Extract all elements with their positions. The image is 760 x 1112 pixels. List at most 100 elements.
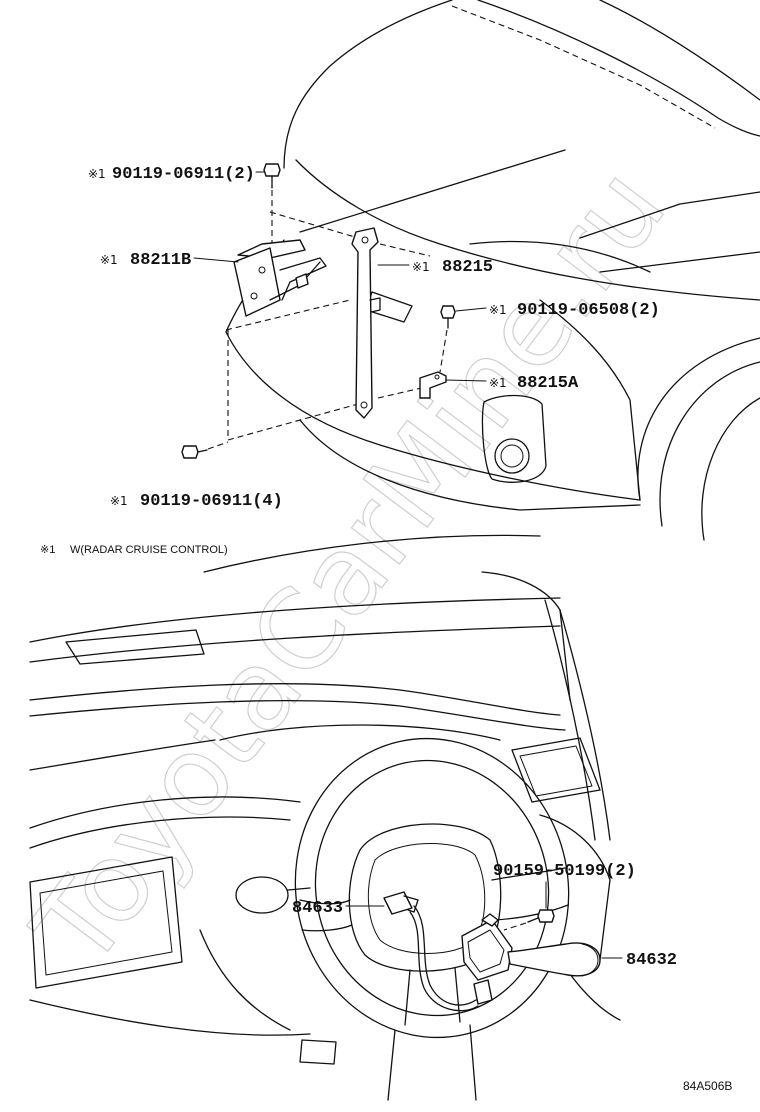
fog-lamp-lens-inner [500, 444, 524, 468]
bumper-lower-edge [299, 419, 641, 511]
bolt-90119-06508[interactable] [440, 305, 456, 329]
callout-prefix: ※1 [88, 167, 106, 181]
callout-prefix: ※1 [489, 376, 507, 390]
assembly-line [227, 403, 359, 441]
bracket-hole [360, 401, 368, 409]
cable-end-connector [473, 979, 493, 1005]
callout-90119-06911-2[interactable]: ※1 90119-06911(2) [88, 165, 255, 184]
fender-top-line [599, 0, 760, 101]
bolt-90119-06911-upper[interactable] [263, 163, 281, 189]
dash-lower-left [29, 999, 311, 1036]
sensor-bracket-arm [279, 257, 327, 301]
callout-part-number: 88211B [130, 251, 191, 270]
callout-prefix: ※1 [100, 253, 118, 267]
spoke-right [491, 867, 569, 921]
callout-88211B[interactable]: ※1 88211B [100, 251, 191, 270]
wheel-arch-inner [701, 397, 760, 541]
a-pillar-outer [544, 599, 596, 841]
steering-wheel-rim-outer [294, 737, 570, 1039]
dash-mid-line-lower [29, 699, 566, 731]
column-cover-left [199, 929, 291, 1031]
switch-lever-tip [581, 943, 599, 977]
callout-84632[interactable]: 84632 [626, 951, 677, 970]
knee-pad [299, 1039, 337, 1065]
footnote-text: W(RADAR CRUISE CONTROL) [70, 544, 228, 556]
grille-slot [365, 291, 413, 323]
assembly-line [379, 243, 431, 257]
dashboard-outline [29, 534, 621, 1065]
bolt-90159-50199[interactable] [527, 909, 555, 923]
callout-part-number: 90119-06911(4) [140, 492, 283, 511]
cable-wire-outline [409, 911, 479, 1012]
side-vent-inner [519, 745, 593, 797]
assembly-line [503, 922, 527, 931]
leader-line [193, 257, 239, 263]
callout-84633[interactable]: 84633 [292, 899, 343, 918]
bumper-side-line [539, 299, 641, 501]
bracket-tab [369, 297, 381, 313]
callout-90119-06911-4[interactable]: ※1 90119-06911(4) [110, 492, 283, 511]
headlight-edge [469, 240, 651, 273]
radar-sensor-88211B[interactable] [233, 239, 327, 317]
bolt-head-icon [440, 305, 456, 319]
callout-part-number: 90119-06508(2) [517, 301, 660, 320]
callout-90119-06508-2[interactable]: ※1 90119-06508(2) [489, 301, 660, 320]
hood-inner-edge [283, 0, 453, 169]
dash-upper-left [29, 796, 301, 829]
callout-88215A[interactable]: ※1 88215A [489, 374, 579, 393]
bolt-90119-06911-lower[interactable] [181, 445, 208, 459]
fender-line-right [579, 191, 760, 239]
callout-prefix: ※1 [412, 260, 430, 274]
hood-front-edge [295, 159, 760, 301]
footnote-prefix: ※1 [40, 544, 55, 556]
callout-88215[interactable]: ※1 88215 [412, 258, 493, 277]
assembly-line [269, 211, 366, 241]
callout-prefix: ※1 [489, 303, 507, 317]
bolt-head-icon [181, 445, 199, 459]
cable-clip [403, 895, 419, 913]
front-body-outline [225, 0, 760, 541]
leader-lines-bottom [345, 881, 623, 959]
bumper-upper-curve [225, 331, 641, 501]
dash-mid-line [29, 683, 561, 716]
center-display-screen [39, 870, 173, 976]
cable-84633[interactable] [383, 891, 493, 1012]
defroster-panel [65, 629, 205, 665]
callout-90159-50199-2[interactable]: 90159-50199(2) [493, 862, 636, 881]
steering-wheel-rim-inner [314, 759, 550, 1017]
leader-lines-top [193, 171, 487, 382]
cruise-control-switch-84632[interactable] [461, 913, 601, 981]
a-pillar-inner [559, 609, 611, 841]
callout-part-number: 88215A [517, 374, 579, 393]
leader-line [445, 379, 487, 382]
switch-lever [507, 942, 601, 977]
windshield-lower-edge [203, 534, 541, 573]
cable-wire [413, 905, 477, 1006]
sensor-body [233, 247, 281, 317]
bracket-88215A[interactable] [419, 371, 447, 399]
steering-wheel [294, 737, 570, 1101]
stalk-stem [287, 887, 311, 891]
sensor-connector [295, 273, 309, 289]
bolt-head-icon [263, 163, 281, 177]
center-display [29, 856, 183, 989]
switch-mount-lug [481, 913, 499, 927]
combination-switch-stalk [235, 876, 289, 914]
dash-right-lower [539, 814, 611, 961]
bolt-shank [527, 917, 539, 923]
sensor-mount-hole [250, 292, 258, 300]
wheel-arch-mid [659, 361, 760, 527]
bolt-head-icon [537, 909, 555, 923]
assembly-line [207, 441, 229, 450]
bracket-88215[interactable] [351, 227, 381, 419]
bracket-bar [351, 227, 379, 419]
headlight-upper-line [299, 149, 566, 233]
dash-center-contour [219, 724, 501, 741]
cable-connector [383, 891, 413, 915]
a-pillar-line [481, 571, 571, 701]
wheel-arch-outer [637, 337, 760, 501]
sensor-mount-hole [258, 266, 266, 274]
spoke-left [299, 899, 353, 932]
switch-body-detail [467, 929, 505, 973]
